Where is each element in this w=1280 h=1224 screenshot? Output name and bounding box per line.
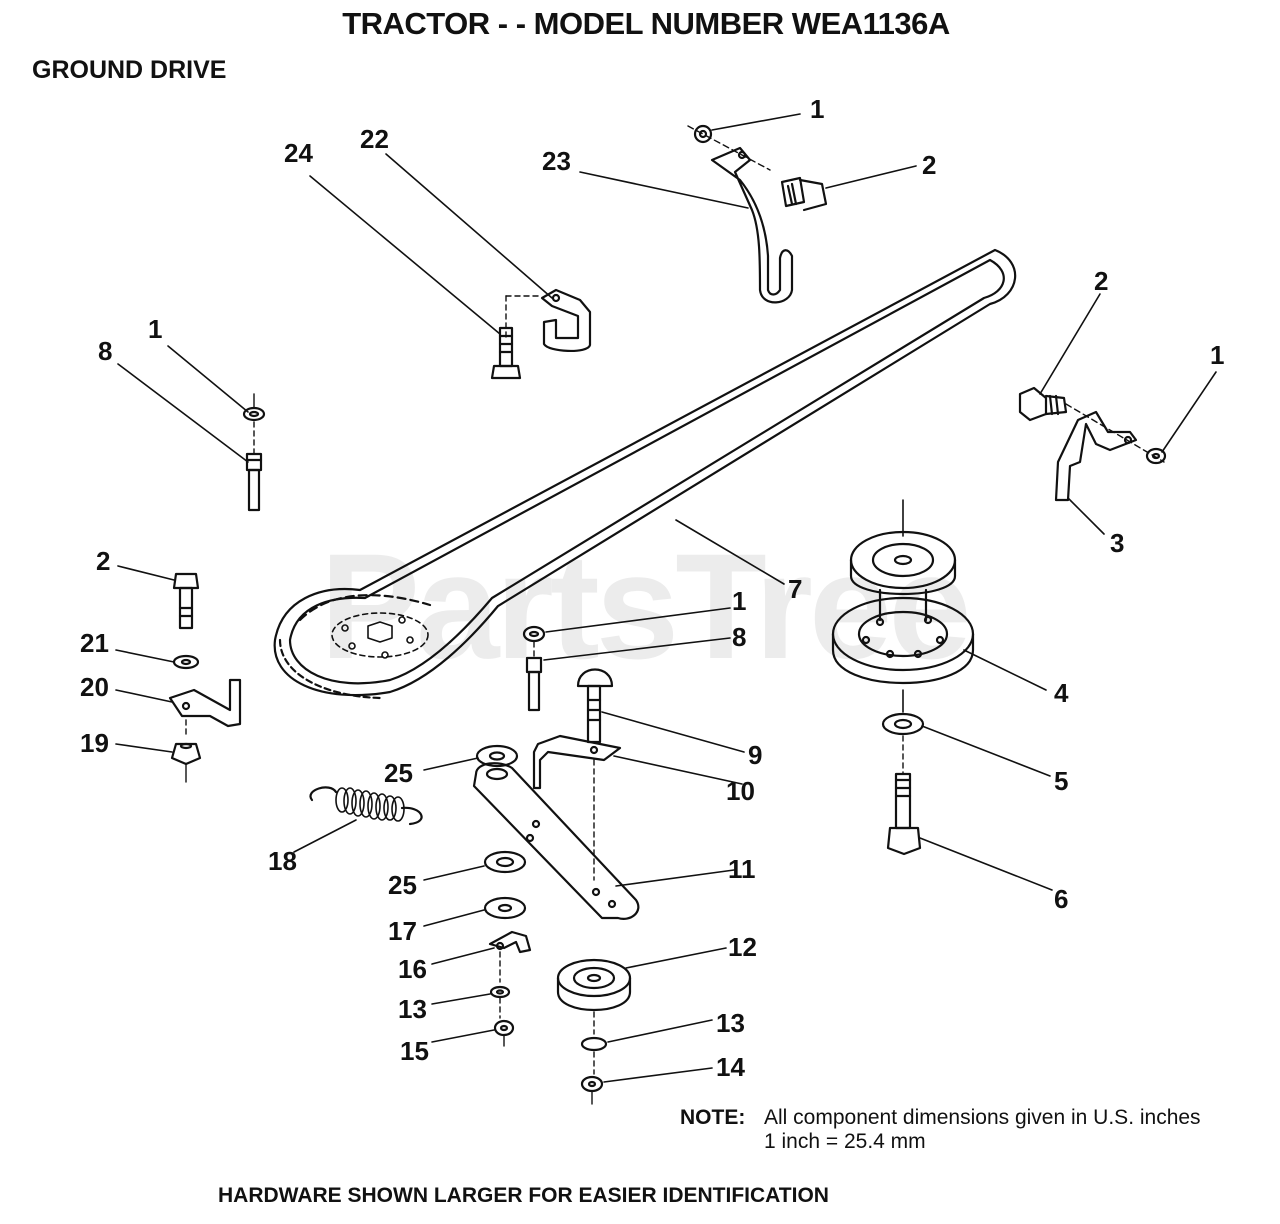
callout-11: 11 xyxy=(728,854,756,884)
note-label: NOTE: xyxy=(680,1106,746,1129)
callout-13: 13 xyxy=(398,994,427,1024)
stud-middle xyxy=(522,625,546,712)
callout-19: 19 xyxy=(80,728,109,758)
callout-4: 4 xyxy=(1054,678,1069,708)
idler-pulley xyxy=(556,958,632,1105)
engine-pulley xyxy=(831,499,975,713)
transmission-pulley xyxy=(331,612,429,658)
hardware-left xyxy=(168,572,242,783)
callout-25: 25 xyxy=(384,758,413,788)
callout-1: 1 xyxy=(1210,340,1224,370)
callout-23: 23 xyxy=(542,146,571,176)
transmission-pulley-hub xyxy=(341,616,414,659)
callout-6: 6 xyxy=(1054,884,1068,914)
page-title: TRACTOR - - MODEL NUMBER WEA1136A xyxy=(342,6,950,41)
callout-25: 25 xyxy=(388,870,417,900)
footer-note: HARDWARE SHOWN LARGER FOR EASIER IDENTIF… xyxy=(218,1184,829,1207)
callout-8: 8 xyxy=(732,622,746,652)
watermark: PartsTree xyxy=(320,522,972,690)
callout-7: 7 xyxy=(788,574,802,604)
callout-3: 3 xyxy=(1110,528,1124,558)
section-title: GROUND DRIVE xyxy=(32,56,227,84)
idler-hardware-left xyxy=(483,850,532,1047)
callout-22: 22 xyxy=(360,124,389,154)
callout-20: 20 xyxy=(80,672,109,702)
callout-12: 12 xyxy=(728,932,757,962)
idler-bracket-small xyxy=(532,734,622,790)
callout-10: 10 xyxy=(726,776,755,806)
callout-numbers: 1 2 23 22 24 1 8 2 1 3 7 1 8 4 2 21 20 1… xyxy=(80,94,1224,1082)
spring xyxy=(309,786,423,826)
callout-1: 1 xyxy=(810,94,824,124)
callout-14: 14 xyxy=(716,1052,745,1082)
callout-9: 9 xyxy=(748,740,762,770)
callout-15: 15 xyxy=(400,1036,429,1066)
belt-guide-left xyxy=(490,288,592,380)
callout-8: 8 xyxy=(98,336,112,366)
callout-2: 2 xyxy=(1094,266,1108,296)
note-text: All component dimensions given in U.S. i… xyxy=(764,1106,1201,1129)
washer-bolt-right xyxy=(881,712,925,856)
leader-lines xyxy=(115,113,1217,1083)
stud-left xyxy=(242,393,266,512)
callout-2: 2 xyxy=(96,546,110,576)
drive-belt xyxy=(273,248,1017,700)
callout-17: 17 xyxy=(388,916,417,946)
callout-2: 2 xyxy=(922,150,936,180)
callout-1: 1 xyxy=(732,586,746,616)
carriage-bolt xyxy=(576,668,614,744)
belt-guide-top xyxy=(687,124,828,304)
callout-24: 24 xyxy=(284,138,313,168)
callout-13: 13 xyxy=(716,1008,745,1038)
note-conversion: 1 inch = 25.4 mm xyxy=(764,1130,926,1153)
callout-18: 18 xyxy=(268,846,297,876)
bearing-top xyxy=(475,744,519,768)
callout-1: 1 xyxy=(148,314,162,344)
callout-5: 5 xyxy=(1054,766,1068,796)
callout-21: 21 xyxy=(80,628,109,658)
callout-16: 16 xyxy=(398,954,427,984)
idler-arm xyxy=(472,762,640,920)
belt-guide-right xyxy=(1018,386,1167,502)
